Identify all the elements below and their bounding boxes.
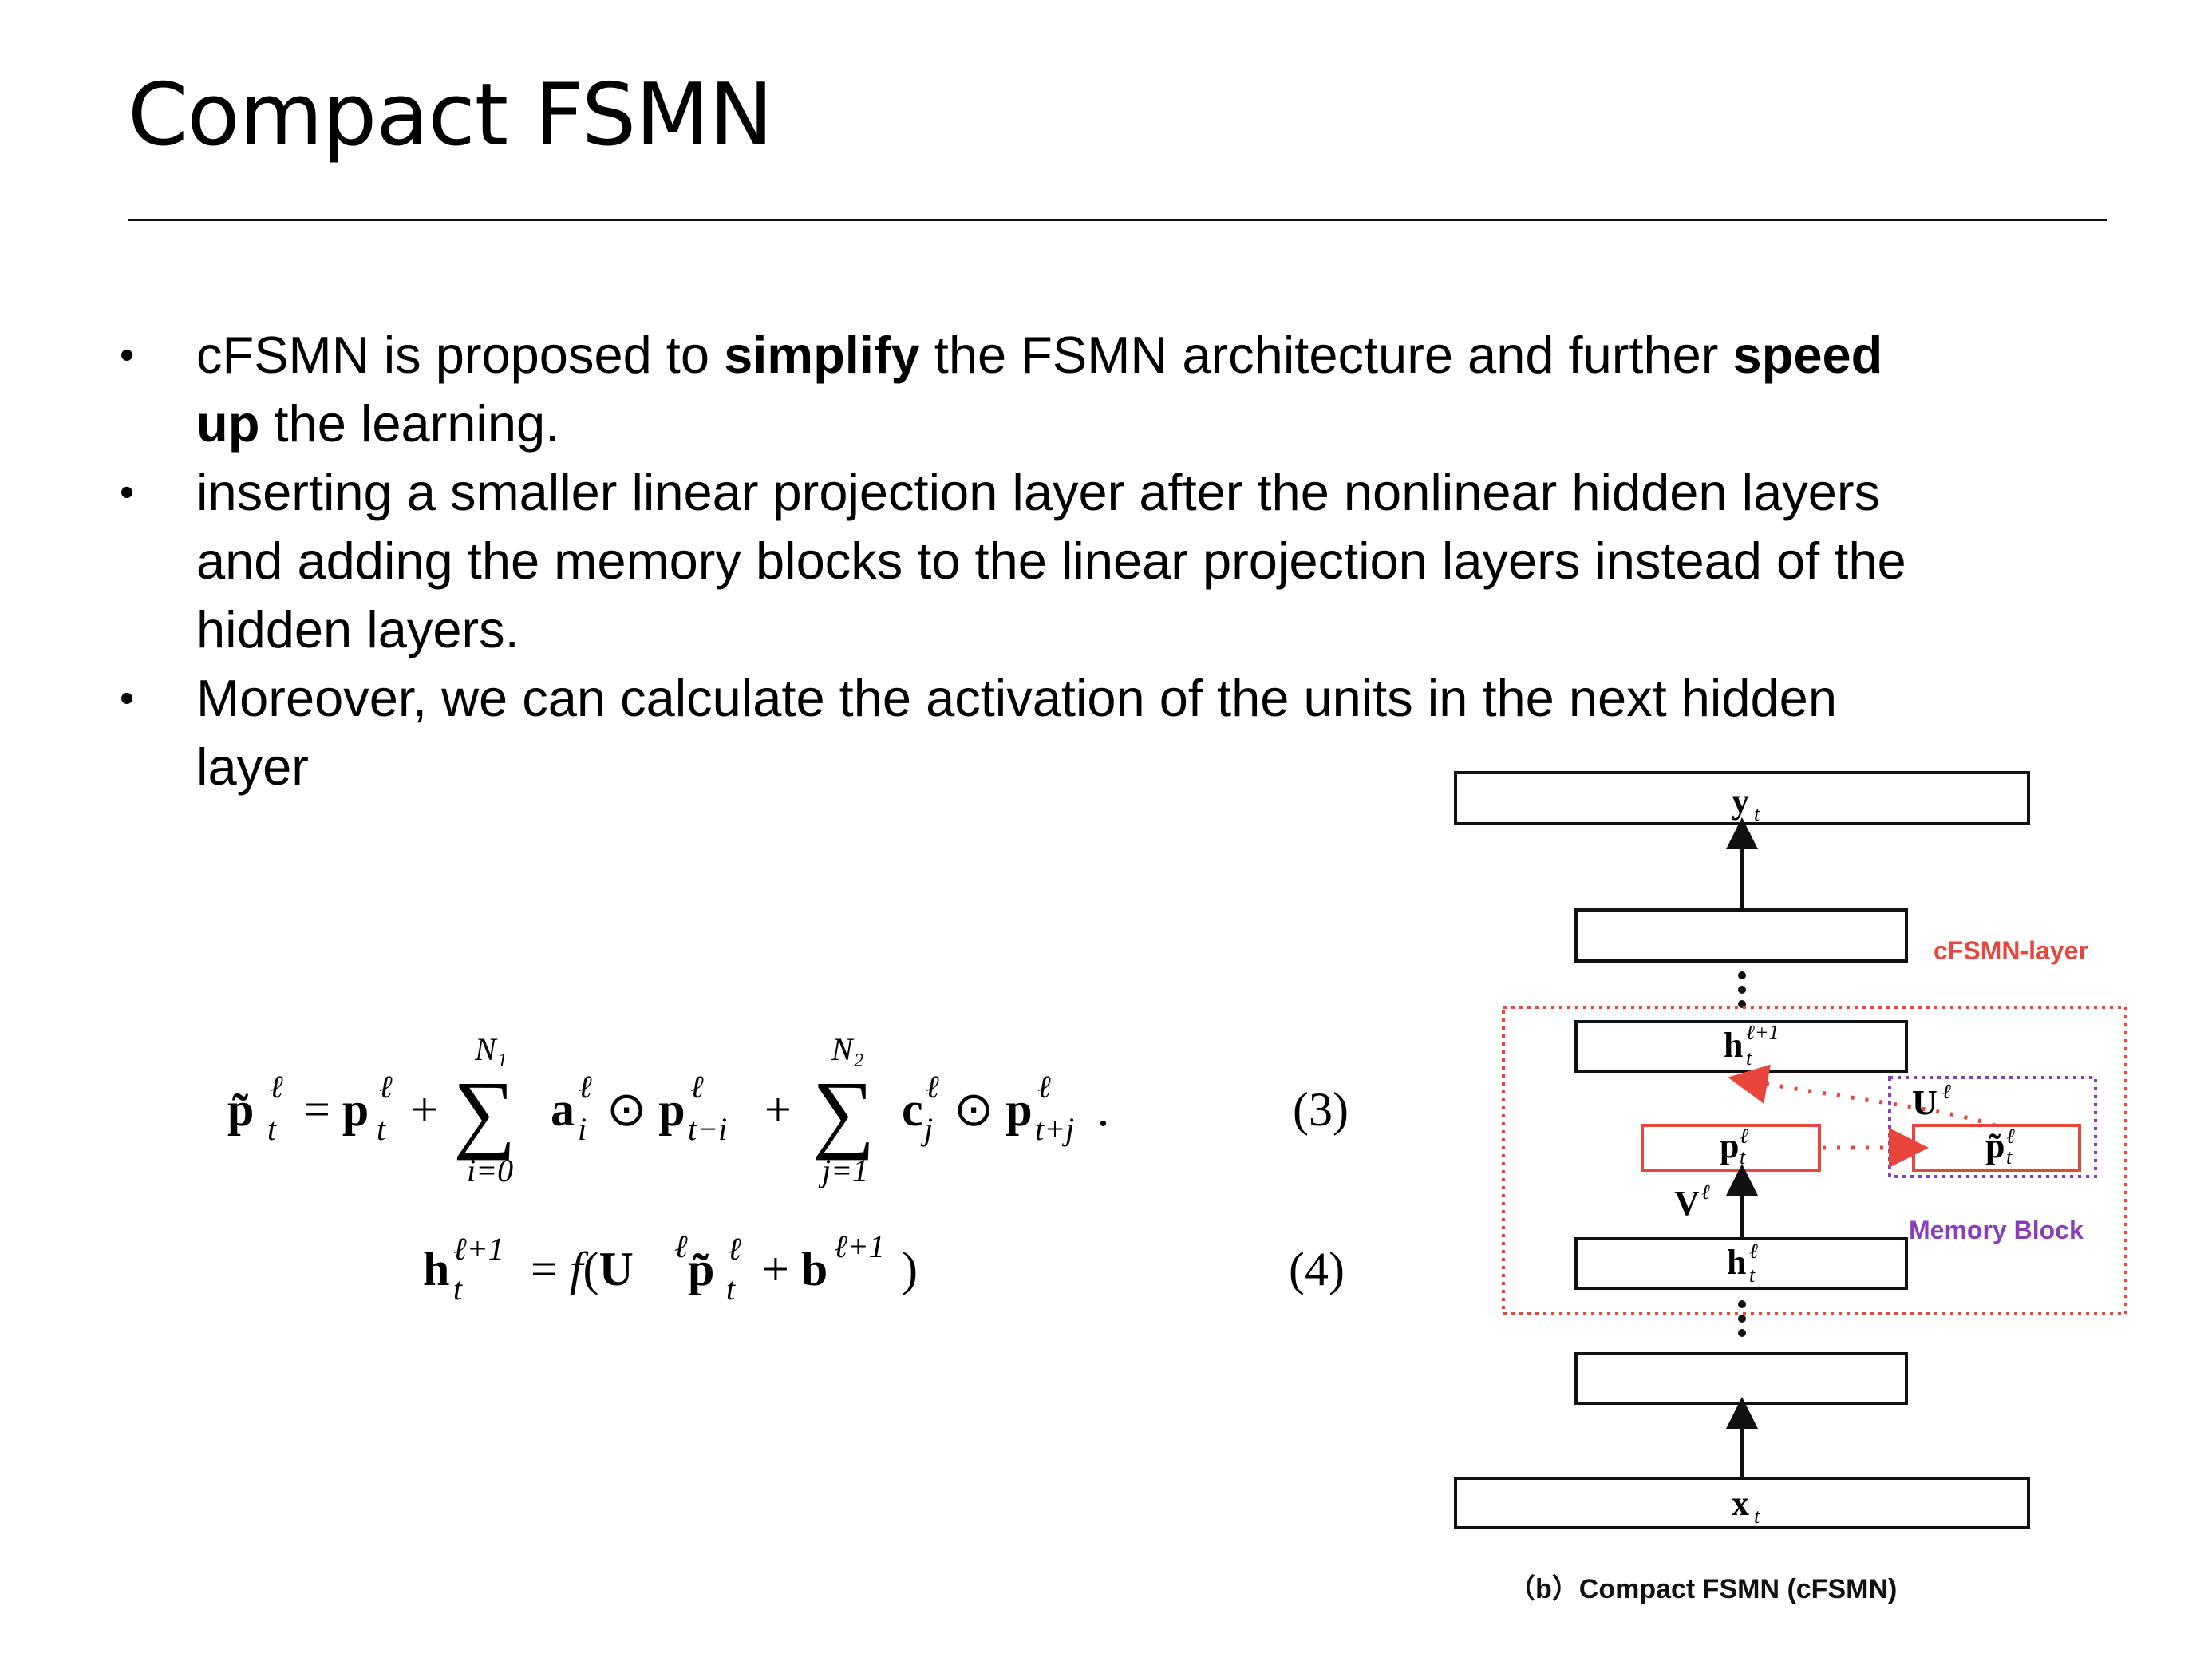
svg-text:j: j [920,1111,933,1147]
figure-caption: （b）Compact FSMN (cFSMN) [1508,1573,1897,1604]
bullet-marker: • [120,332,135,378]
svg-text:ℓ: ℓ [2006,1125,2015,1148]
svg-text:ℓ: ℓ [1749,1240,1758,1263]
svg-text:ℓ: ℓ [926,1069,939,1105]
bullet-emphasis: simplify [724,326,920,384]
svg-text:⊙ p: ⊙ p [954,1083,1033,1136]
bullet-list: • cFSMN is proposed to simplify the FSMN … [112,321,2155,801]
svg-text:.: . [1097,1083,1109,1136]
svg-text:c: c [902,1083,923,1136]
svg-text:∑: ∑ [453,1063,515,1161]
svg-text:ℓ: ℓ [1037,1069,1051,1105]
svg-text:ℓ: ℓ [674,1228,688,1264]
memory-block-boundary [1888,1076,2097,1178]
equation-4: h ℓ+1 t = f(U ℓ p̃ ℓ t + b ℓ+1 ) (4) [423,1228,1345,1307]
hidden-box-upper [1574,908,1908,963]
svg-text:h: h [423,1243,449,1295]
bullet-item: • Moreover, we can calculate the activati… [112,664,2155,801]
u-weight-label: U [1912,1083,1937,1122]
equation-3: p̃ ℓ t = p ℓ t + ∑ N₁ i=0 a ℓ i ⊙ p ℓ t−… [227,1031,1349,1188]
arrow-u-to-hnext [1728,1064,1996,1128]
bullet-text: the learning. [259,394,560,453]
cfsmn-diagram: y t cFSMN-layer h ℓ+1 t Memory Block U ℓ… [1454,771,2127,1604]
svg-text:t: t [1754,802,1760,825]
bullet-marker: • [120,675,135,722]
svg-text:= p: = p [303,1083,369,1136]
svg-text:ℓ: ℓ [690,1069,704,1105]
svg-text:i: i [578,1111,587,1147]
svg-text:t: t [1740,1145,1746,1169]
svg-text:t: t [1754,1505,1760,1528]
sum1-upper: N₁ [474,1031,508,1067]
bullet-text: inserting a smaller linear projection la… [196,463,1881,521]
svg-text:ℓ: ℓ [1942,1080,1951,1103]
svg-text:t: t [453,1271,463,1307]
bullet-text: cFSMN is proposed to [196,326,725,384]
input-box [1454,1477,2030,1529]
hidden-box-next [1574,1020,1908,1073]
memory-block-label: Memory Block [1909,1216,2084,1244]
bullet-marker: • [120,469,135,516]
sum2-lower: j=1 [818,1153,868,1188]
bullet-item: • inserting a smaller linear projection l… [112,458,2155,664]
cfsmn-layer-boundary [1502,1006,2127,1315]
cfsmn-layer-label: cFSMN-layer [1934,936,2088,965]
sum1-lower: i=0 [467,1153,513,1188]
p-tilde-label: p̃ [1985,1126,2005,1165]
output-label: y [1732,781,1749,821]
bullet-text: Moreover, we can calculate the activatio… [196,669,1837,727]
svg-text:ℓ: ℓ [1740,1125,1748,1148]
svg-text:ℓ+1: ℓ+1 [1746,1021,1779,1044]
svg-text:t: t [1746,1046,1752,1070]
svg-text:ℓ+1: ℓ+1 [834,1228,885,1264]
svg-text:ℓ+1: ℓ+1 [453,1231,504,1267]
output-box [1454,771,2030,825]
bullet-emphasis: up [196,394,260,453]
bullet-item: • cFSMN is proposed to simplify the FSMN … [112,321,2155,458]
svg-text:ℓ: ℓ [579,1069,592,1105]
svg-text:p̃: p̃ [688,1243,714,1295]
equations: p̃ ℓ t = p ℓ t + ∑ N₁ i=0 a ℓ i ⊙ p ℓ t−… [227,1031,1349,1307]
svg-text:t: t [377,1111,386,1147]
bullet-emphasis: speed [1732,326,1883,384]
svg-text:ℓ: ℓ [728,1231,741,1267]
bullet-text: and adding the memory blocks to the line… [196,532,1906,590]
sum2-upper: N₂ [831,1031,864,1067]
bullet-text: hidden layers. [196,600,519,658]
svg-text:+ b: + b [762,1243,828,1295]
svg-text:p̃: p̃ [227,1083,254,1136]
h-next-label: h [1724,1026,1743,1065]
svg-text:t−i: t−i [688,1111,727,1147]
svg-text:ℓ: ℓ [379,1069,393,1105]
hidden-box-lower [1574,1352,1908,1405]
svg-text:+: + [764,1083,792,1136]
svg-text:t+j: t+j [1035,1111,1074,1147]
equation-3-number: (3) [1293,1083,1349,1136]
svg-text:⊙ p: ⊙ p [606,1083,685,1136]
svg-text:t: t [2006,1145,2013,1169]
h-label: h [1727,1243,1746,1282]
hidden-box [1574,1237,1908,1290]
svg-text:∑: ∑ [812,1063,875,1161]
svg-text:ℓ: ℓ [270,1069,283,1105]
svg-text:t: t [267,1111,277,1147]
equation-4-number: (4) [1289,1243,1345,1295]
bullet-text: layer [196,738,309,796]
svg-text:+: + [411,1083,438,1136]
projection-box [1641,1124,1821,1172]
title-divider [128,219,2107,221]
bullet-text: the FSMN architecture and further [919,326,1733,384]
v-weight-label: V [1674,1184,1700,1223]
ellipsis-upper [1738,971,1746,1008]
svg-text:t: t [726,1271,736,1307]
p-label: p [1720,1126,1739,1165]
svg-text:): ) [902,1243,918,1295]
ellipsis-lower [1738,1300,1746,1337]
svg-text:a: a [551,1083,575,1136]
slide-title: Compact FSMN [128,65,773,165]
svg-text:= f(U: = f(U [531,1243,634,1295]
svg-text:ℓ: ℓ [1701,1180,1710,1204]
input-label: x [1732,1484,1749,1523]
svg-text:t: t [1749,1264,1756,1287]
